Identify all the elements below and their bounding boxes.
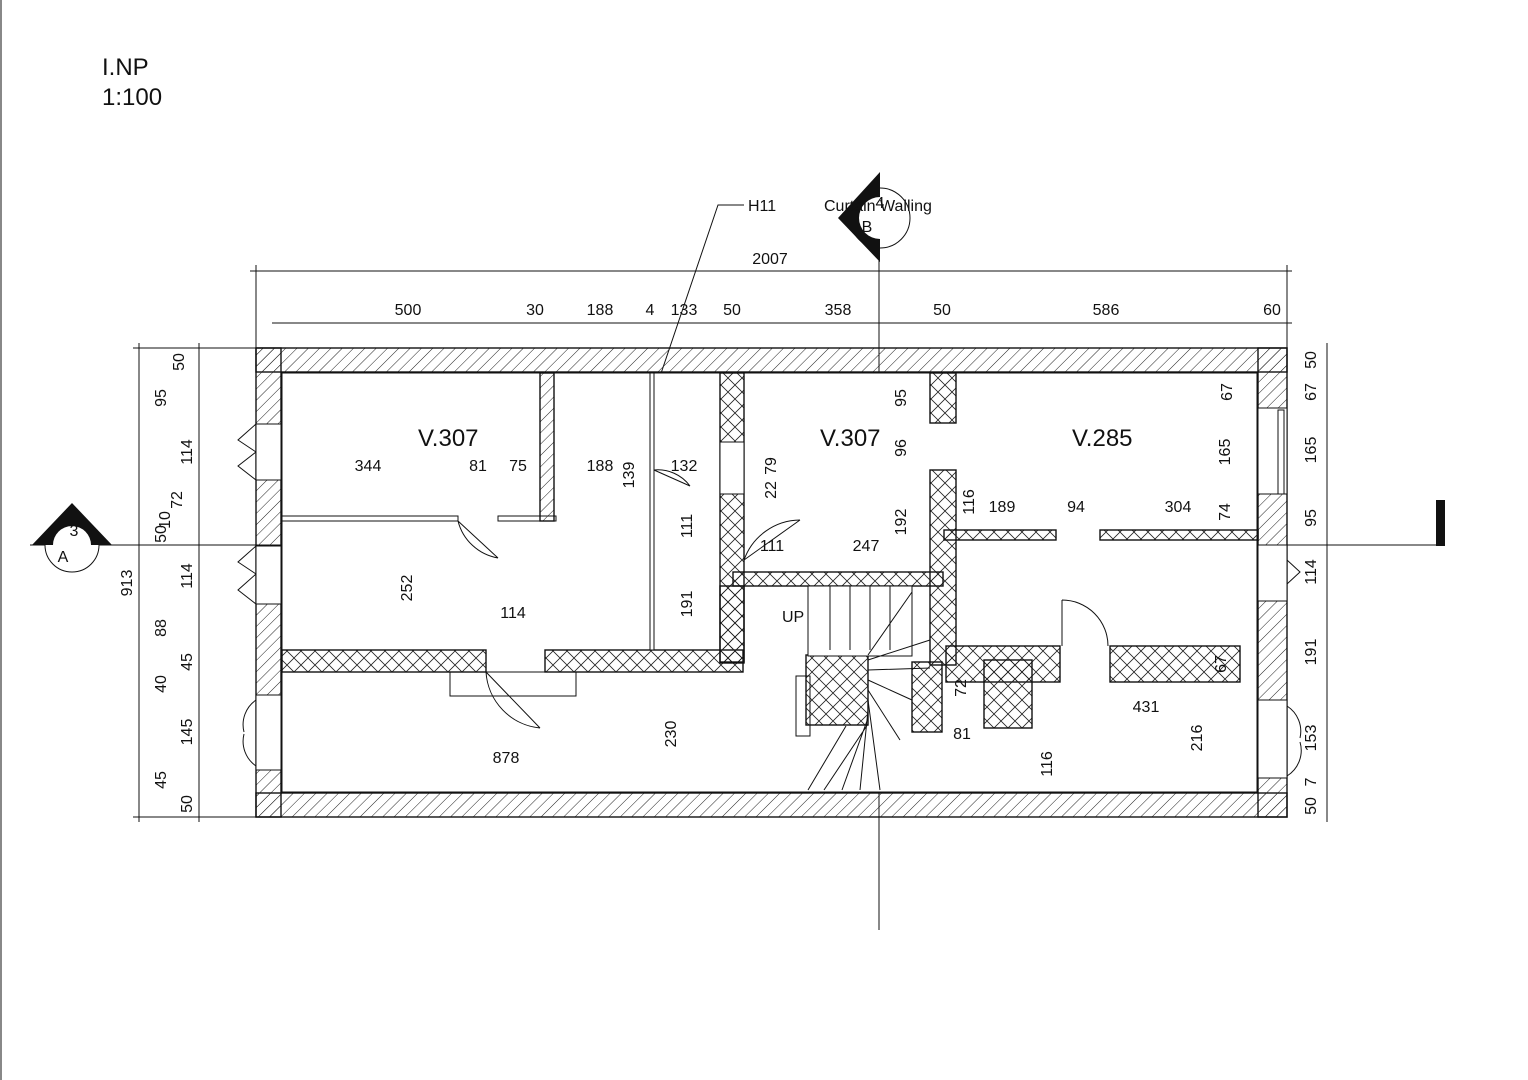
dim-interior-4: 139 <box>621 462 638 489</box>
dim-left-8: 45 <box>179 653 196 671</box>
dim-interior-22: 114 <box>500 605 526 622</box>
dim-right-0: 50 <box>1303 351 1320 369</box>
section-a-number: 3 <box>70 523 79 540</box>
dim-overall-width: 2007 <box>752 251 788 268</box>
tag-label: H11 <box>748 198 776 215</box>
windows-right <box>1257 407 1302 779</box>
dim-top-7: 50 <box>933 302 951 319</box>
dim-left-5: 50 <box>153 525 170 543</box>
dim-overall-depth: 913 <box>119 570 136 597</box>
dim-interior-24: 230 <box>663 721 680 748</box>
dim-right-3: 95 <box>1303 509 1320 527</box>
dim-interior-7: 22 <box>763 481 780 499</box>
dim-interior-10: 67 <box>1219 383 1236 401</box>
door-swings <box>449 441 1109 729</box>
dim-interior-20: 247 <box>853 538 880 555</box>
dim-top-9: 60 <box>1263 302 1281 319</box>
dim-interior-27: 81 <box>953 726 971 743</box>
room-label-2: V.307 <box>820 425 881 452</box>
dim-interior-29: 216 <box>1189 725 1206 752</box>
dim-right-7: 7 <box>1303 777 1320 786</box>
dim-interior-21: 252 <box>399 575 416 602</box>
dim-top-5: 50 <box>723 302 741 319</box>
dim-interior-14: 94 <box>1067 499 1085 516</box>
dim-top-6: 358 <box>825 302 852 319</box>
dim-interior-5: 132 <box>671 458 698 475</box>
dim-interior-6: 79 <box>763 457 780 475</box>
section-b-number: 4 <box>876 195 885 212</box>
dim-left-1: 95 <box>153 389 170 407</box>
dim-right-1: 67 <box>1303 383 1320 401</box>
dim-left-9: 40 <box>153 675 170 693</box>
dim-left-2: 114 <box>179 439 196 465</box>
dim-interior-30: 67 <box>1213 655 1230 673</box>
dim-interior-12: 116 <box>961 489 978 515</box>
dim-right-8: 50 <box>1303 797 1320 815</box>
curtain-walling-label: Curtain Walling <box>824 198 932 215</box>
exterior-walls <box>255 347 1288 818</box>
section-marker-b: 4 B <box>838 172 911 262</box>
dim-right-4: 114 <box>1303 559 1320 585</box>
dim-interior-13: 189 <box>989 499 1016 516</box>
dim-top-0: 500 <box>395 302 422 319</box>
dim-right-2: 165 <box>1303 437 1320 464</box>
dim-interior-19: 111 <box>760 538 784 555</box>
dim-top-2: 188 <box>587 302 614 319</box>
dim-interior-28: 431 <box>1133 699 1160 716</box>
level-label: I.NP <box>102 54 149 81</box>
dim-interior-0: 344 <box>355 458 382 475</box>
dim-interior-9: 96 <box>893 439 910 457</box>
room-label-1: V.307 <box>418 425 479 452</box>
dim-top-4: 133 <box>671 302 698 319</box>
dim-interior-8: 95 <box>893 389 910 407</box>
dimension-lines <box>133 265 1328 822</box>
dim-left-10: 145 <box>179 719 196 746</box>
dim-interior-18: 111 <box>679 514 696 538</box>
dim-left-12: 50 <box>179 795 196 813</box>
dim-interior-11: 165 <box>1217 439 1234 466</box>
dim-left-11: 45 <box>153 771 170 789</box>
section-b-letter: B <box>862 219 873 236</box>
dim-interior-15: 304 <box>1165 499 1192 516</box>
dim-interior-23: 191 <box>679 591 696 618</box>
scale-label: 1:100 <box>102 84 163 111</box>
dim-top-3: 4 <box>646 302 655 319</box>
dim-interior-2: 75 <box>509 458 527 475</box>
dim-right-6: 153 <box>1303 725 1320 752</box>
dim-top-8: 586 <box>1093 302 1120 319</box>
dim-top-1: 30 <box>526 302 544 319</box>
dim-interior-1: 81 <box>469 458 487 475</box>
dim-left-4: 10 <box>157 511 174 529</box>
stairs: UP <box>782 585 931 791</box>
section-a-letter: A <box>58 549 69 566</box>
dim-right-5: 191 <box>1303 639 1320 666</box>
dim-interior-26: 72 <box>953 679 970 697</box>
dim-interior-16: 74 <box>1217 503 1234 521</box>
section-marker-end <box>1436 500 1445 546</box>
stair-up-label: UP <box>782 609 804 626</box>
dim-interior-31: 116 <box>1039 751 1056 777</box>
interior-walls <box>281 372 1259 733</box>
room-label-3: V.285 <box>1072 425 1133 452</box>
dim-left-6: 114 <box>179 563 196 589</box>
windows-left <box>237 423 282 771</box>
tag-leader <box>651 204 744 401</box>
dim-interior-17: 192 <box>893 509 910 536</box>
dim-interior-25: 878 <box>493 750 520 767</box>
dim-left-0: 50 <box>171 353 188 371</box>
dim-interior-3: 188 <box>587 458 614 475</box>
dim-left-7: 88 <box>153 619 170 637</box>
section-marker-a: 3 A <box>32 503 112 573</box>
dim-left-3: 72 <box>169 491 186 509</box>
